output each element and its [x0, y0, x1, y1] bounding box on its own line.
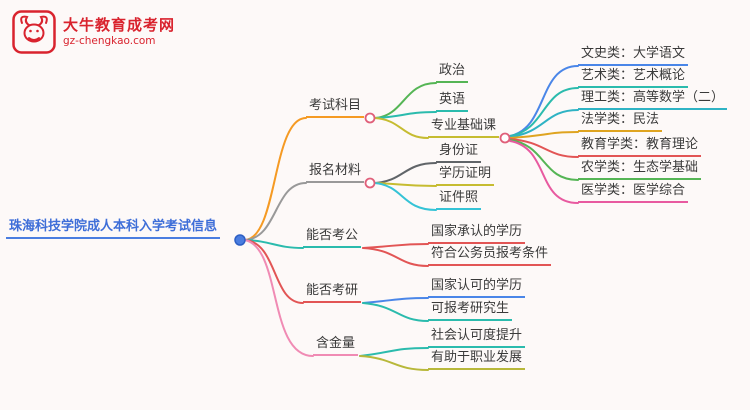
node-exam-subjects[interactable]: 考试科目 — [306, 98, 365, 118]
node-graduate-exam[interactable]: 能否考研 — [303, 283, 362, 303]
link-national-degree — [362, 297, 429, 304]
node-arts[interactable]: 艺术类：艺术概论 — [578, 68, 689, 88]
link-medicine — [509, 140, 579, 204]
link-id-card — [374, 162, 437, 184]
node-social-recognition[interactable]: 社会认可度提升 — [428, 328, 526, 348]
link-major-basic — [374, 117, 429, 139]
node-liberal-arts[interactable]: 文史类：大学语文 — [578, 46, 689, 66]
node-english[interactable]: 英语 — [436, 92, 469, 112]
link-apply-graduate — [362, 302, 429, 322]
major-basic-handle[interactable] — [499, 132, 511, 144]
link-root-value — [244, 239, 314, 357]
materials-handle[interactable] — [364, 177, 376, 189]
node-civil-conditions[interactable]: 符合公务员报考条件 — [428, 246, 552, 266]
link-career — [359, 355, 429, 371]
link-science-eng — [509, 109, 579, 138]
link-photo — [374, 182, 437, 211]
logo-site: gz-chengkao.com — [63, 35, 156, 47]
root-node-handle[interactable] — [234, 234, 246, 246]
exam-subjects-handle[interactable] — [364, 112, 376, 124]
link-social-recognition — [359, 347, 429, 357]
node-education[interactable]: 教育学类：教育理论 — [578, 137, 702, 157]
node-apply-graduate[interactable]: 可报考研究生 — [428, 301, 513, 321]
link-arts — [509, 87, 579, 137]
link-education — [509, 138, 579, 158]
link-english — [374, 111, 437, 119]
node-politics[interactable]: 政治 — [436, 63, 469, 83]
link-liberal-arts — [509, 65, 579, 137]
node-photo[interactable]: 证件照 — [436, 190, 482, 210]
node-career[interactable]: 有助于职业发展 — [428, 350, 526, 370]
node-value[interactable]: 含金量 — [313, 336, 359, 356]
link-root-materials — [244, 182, 307, 241]
link-law — [509, 131, 579, 139]
link-recognized-degree — [362, 243, 429, 249]
node-recognized-degree[interactable]: 国家承认的学历 — [428, 224, 526, 244]
node-science-eng[interactable]: 理工类：高等数学（二） — [578, 90, 728, 110]
logo: 大牛教育成考网 gz-chengkao.com — [12, 10, 175, 54]
node-agriculture[interactable]: 农学类：生态学基础 — [578, 160, 702, 180]
root-node[interactable]: 珠海科技学院成人本科入学考试信息 — [6, 219, 221, 239]
node-civil-service[interactable]: 能否考公 — [303, 228, 362, 248]
node-national-degree[interactable]: 国家认可的学历 — [428, 278, 526, 298]
link-root-graduate-exam — [244, 239, 304, 304]
node-major-basic[interactable]: 专业基础课 — [428, 118, 500, 138]
node-materials[interactable]: 报名材料 — [306, 163, 365, 183]
link-agriculture — [509, 139, 579, 181]
node-law[interactable]: 法学类：民法 — [578, 112, 663, 132]
link-civil-conditions — [362, 247, 429, 267]
node-edu-cert[interactable]: 学历证明 — [436, 166, 495, 186]
logo-text: 大牛教育成考网 gz-chengkao.com — [63, 16, 175, 48]
node-medicine[interactable]: 医学类：医学综合 — [578, 183, 689, 203]
node-id-card[interactable]: 身份证 — [436, 143, 482, 163]
bull-logo-icon — [12, 10, 56, 54]
link-root-exam-subjects — [244, 117, 307, 241]
logo-name: 大牛教育成考网 — [63, 16, 176, 34]
